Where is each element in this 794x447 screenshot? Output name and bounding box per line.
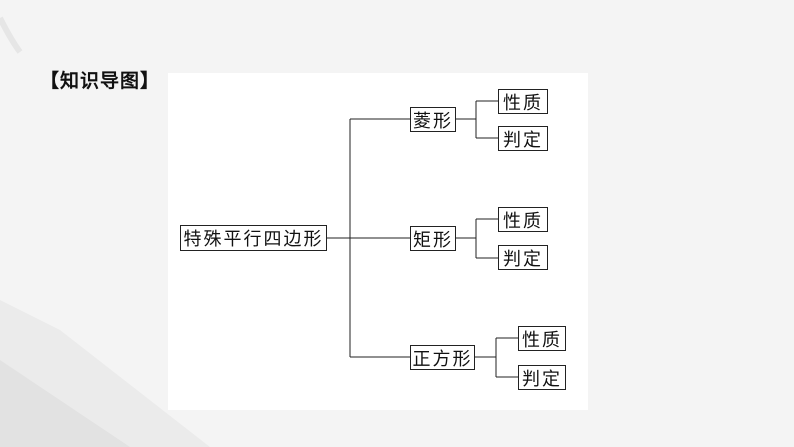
branch-node-rectangle: 矩形 — [410, 226, 456, 251]
leaf-node-criteria: 判定 — [498, 126, 548, 151]
page-title: 【知识导图】 — [40, 70, 161, 92]
leaf-node-criteria: 判定 — [498, 245, 548, 270]
leaf-node-properties: 性质 — [498, 89, 548, 114]
branch-node-rhombus: 菱形 — [410, 107, 456, 132]
knowledge-map: 特殊平行四边形 菱形 矩形 正方形 性质 判定 性质 判定 性质 判定 — [168, 73, 588, 410]
leaf-node-criteria: 判定 — [518, 365, 566, 390]
branch-node-square: 正方形 — [410, 345, 475, 370]
leaf-node-properties: 性质 — [498, 207, 548, 232]
connector-lines — [327, 100, 518, 378]
leaf-node-properties: 性质 — [518, 326, 566, 351]
root-node: 特殊平行四边形 — [180, 225, 327, 251]
